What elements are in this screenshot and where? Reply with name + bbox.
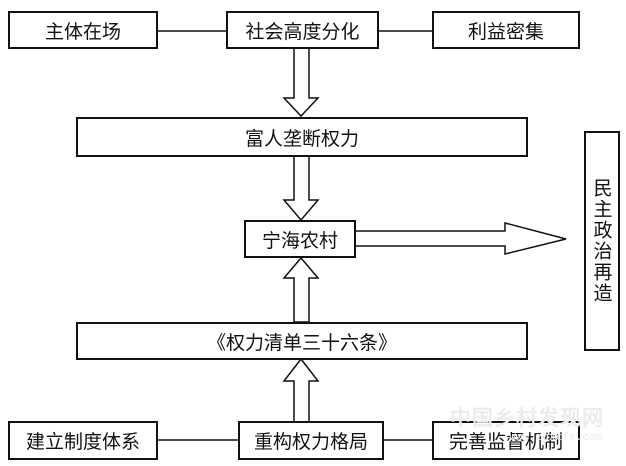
watermark-url: www.zgxcfx.com (509, 430, 602, 443)
node-liyi-miji: 利益密集 (432, 11, 580, 49)
arrow-down-2 (282, 155, 320, 222)
arrow-down-1 (282, 47, 320, 118)
node-chonggou-geju: 重构权力格局 (238, 421, 384, 460)
node-minzhu-zhengzhi-zaizao: 民主政治再造 (584, 131, 620, 351)
arrow-up-1 (282, 256, 320, 323)
node-shehui-fenhua: 社会高度分化 (226, 11, 379, 49)
node-jianli-zhidu: 建立制度体系 (8, 421, 158, 460)
node-quanli-qingdan: 《权力清单三十六条》 (76, 322, 528, 360)
node-label: 富人垄断权力 (244, 127, 359, 150)
node-label: 宁海农村 (261, 229, 338, 252)
node-zhuti-zaichang: 主体在场 (8, 11, 158, 49)
node-furen-longduan: 富人垄断权力 (76, 117, 528, 157)
node-label: 完善监督机制 (448, 431, 563, 453)
node-ninghai-nongcun: 宁海农村 (244, 220, 356, 258)
node-label: 民主政治再造 (590, 178, 613, 304)
node-wanshan-jiandu: 完善监督机制 (432, 421, 580, 460)
node-label: 建立制度体系 (25, 431, 140, 453)
node-label: 社会高度分化 (245, 20, 360, 43)
arrow-right-1 (354, 222, 567, 255)
node-label: 利益密集 (467, 20, 544, 43)
node-label: 《权力清单三十六条》 (206, 331, 397, 354)
node-label: 重构权力格局 (253, 431, 368, 453)
arrow-up-2 (282, 357, 320, 423)
watermark: 中国乡村发现网 (450, 406, 604, 430)
node-label: 主体在场 (44, 20, 121, 43)
